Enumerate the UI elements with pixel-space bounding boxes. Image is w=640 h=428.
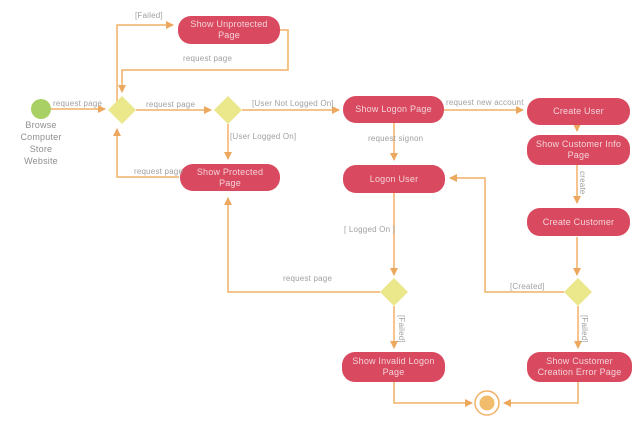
edge-unprotected-return <box>118 29 289 93</box>
edge-created-to-logon-user <box>449 174 564 293</box>
activity-show-protected-page: Show Protected Page <box>180 164 280 191</box>
decision-diamond-logged-on <box>214 96 242 124</box>
edge-label-request-page-start: request page <box>53 99 103 108</box>
end-node <box>479 395 495 411</box>
edge-protected-return <box>113 128 179 178</box>
start-label-line: Website <box>24 155 58 166</box>
edge-label-logged-on: [ Logged On ] <box>344 225 396 234</box>
edge-label-failed-creation: [Failed] <box>580 315 589 343</box>
activity-logon-user: Logon User <box>343 165 445 193</box>
activity-create-customer: Create Customer <box>527 208 630 236</box>
edge-label-failed-invalid: [Failed] <box>397 315 406 343</box>
edge-label-request-page-merge: request page <box>146 100 196 109</box>
edge-label-request-signon: request signon <box>368 134 424 143</box>
activity-show-customer-creation-error-page: Show Customer Creation Error Page <box>527 352 632 382</box>
start-label-line: Store <box>29 143 53 154</box>
decision-diamond-merge <box>108 96 136 124</box>
start-label-line: Computer <box>20 131 62 142</box>
edge-label-request-page-protected: request page <box>134 167 184 176</box>
decision-diamond-creation-result <box>564 278 592 306</box>
activity-show-customer-info-page: Show Customer Info Page <box>527 135 630 165</box>
edge-failed-to-unprotected <box>116 21 174 102</box>
edge-label-request-new-account: request new account <box>446 98 524 107</box>
edge-label-user-logged-on: [User Logged On] <box>230 132 297 141</box>
edge-label-failed-top: [Failed] <box>135 11 163 20</box>
start-label-line: Browse <box>25 120 57 130</box>
edge-invalid-to-end <box>393 382 473 407</box>
edge-label-request-page-unprotected: request page <box>183 54 233 63</box>
activity-show-logon-page: Show Logon Page <box>343 96 444 123</box>
edge-label-user-not-logged-on: [User Not Logged On] <box>252 99 334 108</box>
edge-label-create: create <box>578 171 587 195</box>
decision-diamond-logon-result <box>380 278 408 306</box>
activity-show-invalid-logon-page: Show Invalid Logon Page <box>342 352 445 382</box>
activity-create-user: Create User <box>527 98 630 125</box>
edge-label-request-page-bottom: request page <box>283 274 333 283</box>
edge-decision-to-protected-bottom <box>224 197 380 293</box>
edge-label-created: [Created] <box>510 282 545 291</box>
activity-show-unprotected-page: Show Unprotected Page <box>178 16 280 44</box>
start-node-label: Browse Computer Store Website <box>14 120 68 168</box>
start-node <box>31 99 51 119</box>
edge-error-to-end <box>503 382 579 407</box>
